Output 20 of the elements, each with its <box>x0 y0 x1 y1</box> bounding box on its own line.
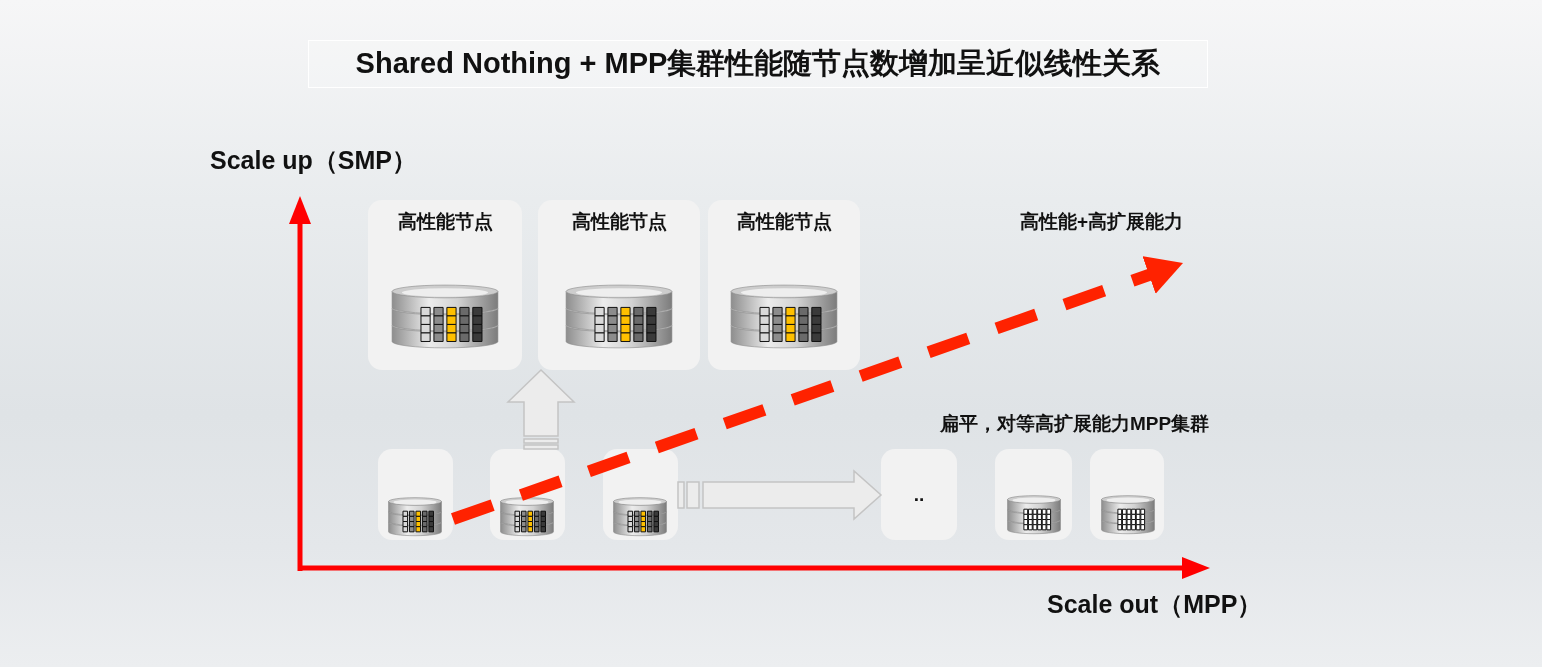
node-card <box>538 200 700 370</box>
up-block-arrow <box>506 368 576 450</box>
node-card <box>708 200 860 370</box>
server-card <box>995 449 1072 540</box>
right-block-arrow <box>677 469 883 521</box>
server-card <box>378 449 453 540</box>
node-heading: 高性能节点 <box>571 210 667 234</box>
node-card <box>368 200 522 370</box>
node-heading: 高性能节点 <box>397 210 493 234</box>
axis-label: Scale out（MPP） <box>1047 589 1263 619</box>
annotation-label: 扁平，对等高扩展能力MPP集群 <box>940 413 1210 436</box>
dashed-trend-arrow <box>451 256 1183 525</box>
node-heading: 高性能节点 <box>736 210 832 234</box>
ellipsis-label: .. <box>913 482 925 507</box>
node-card <box>881 449 957 540</box>
slide-title: Shared Nothing + MPP集群性能随节点数增加呈近似线性关系 <box>308 40 1208 88</box>
server-card <box>603 449 678 540</box>
server-card <box>1090 449 1164 540</box>
axis-label: Scale up（SMP） <box>210 145 417 175</box>
annotation-label: 高性能+高扩展能力 <box>1020 211 1184 234</box>
